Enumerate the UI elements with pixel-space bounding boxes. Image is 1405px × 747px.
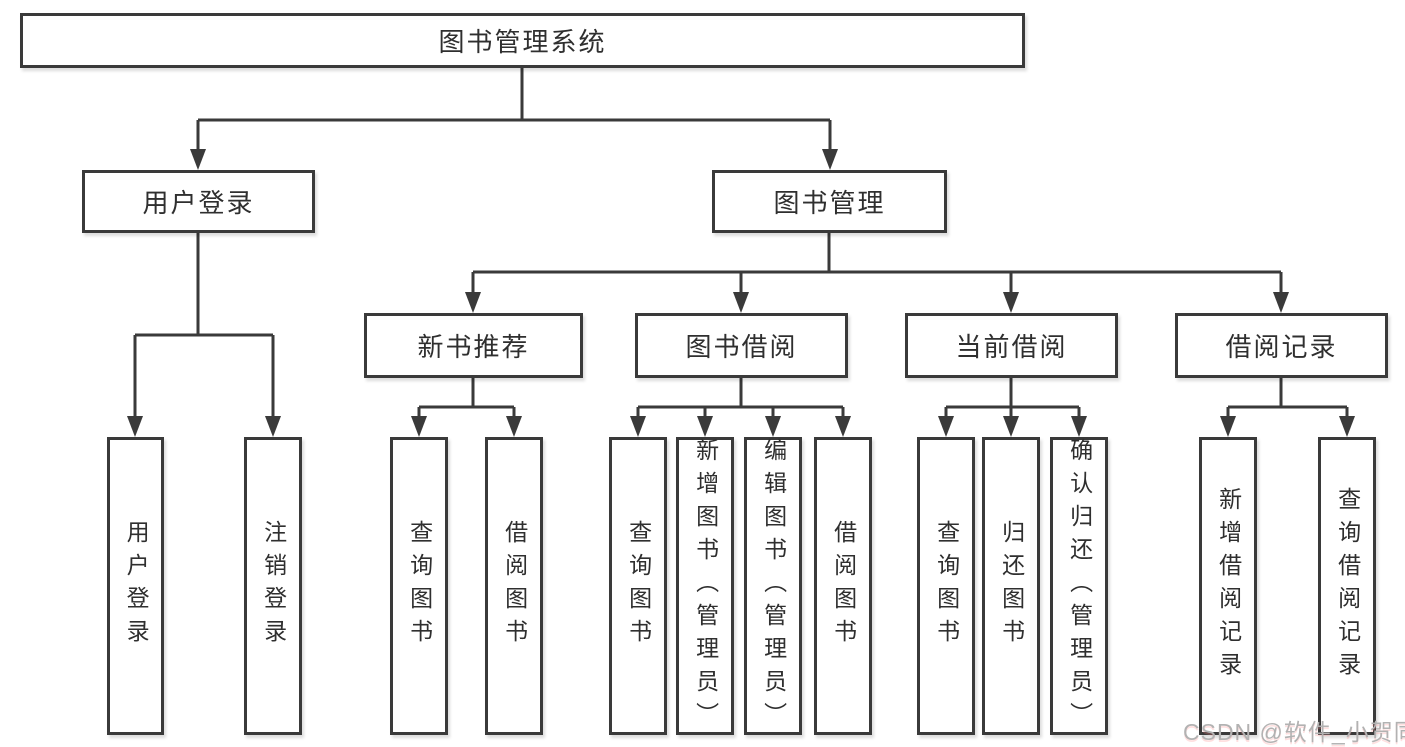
leaf-nbr-query-books: 查询图书 bbox=[390, 437, 448, 735]
leaf-bb-edit-books-label: 编辑图书（管理员） bbox=[760, 437, 787, 735]
connector-paths bbox=[133, 68, 1349, 433]
node-current-borrowing-label: 当前借阅 bbox=[955, 332, 1068, 362]
leaf-bb-borrow-books: 借阅图书 bbox=[814, 437, 872, 735]
leaf-bb-add-books-label: 新增图书（管理员） bbox=[692, 437, 719, 735]
csdn-watermark: CSDN @软件_小贺同学 bbox=[1183, 719, 1405, 745]
node-new-book-recommendation-label: 新书推荐 bbox=[417, 332, 530, 362]
leaf-br-query-record-label: 查询借阅记录 bbox=[1334, 487, 1361, 685]
leaf-cb-return-books: 归还图书 bbox=[982, 437, 1040, 735]
node-borrowing-records-label: 借阅记录 bbox=[1225, 332, 1338, 362]
leaf-cb-query-books-label: 查询图书 bbox=[933, 520, 960, 652]
node-root-system: 图书管理系统 bbox=[20, 13, 1025, 68]
leaf-logout-label: 注销登录 bbox=[260, 520, 287, 652]
leaf-br-add-record: 新增借阅记录 bbox=[1199, 437, 1257, 735]
leaf-nbr-borrow-books-label: 借阅图书 bbox=[501, 520, 528, 652]
leaf-br-add-record-label: 新增借阅记录 bbox=[1215, 487, 1242, 685]
leaf-nbr-borrow-books: 借阅图书 bbox=[485, 437, 543, 735]
leaf-cb-return-books-label: 归还图书 bbox=[998, 520, 1025, 652]
leaf-bb-edit-books: 编辑图书（管理员） bbox=[744, 437, 802, 735]
leaf-cb-confirm-return-label: 确认归还（管理员） bbox=[1066, 437, 1093, 735]
node-borrowing-records: 借阅记录 bbox=[1175, 313, 1388, 378]
node-user-login-label: 用户登录 bbox=[142, 188, 255, 218]
node-book-borrowing: 图书借阅 bbox=[635, 313, 848, 378]
leaf-br-query-record: 查询借阅记录 bbox=[1318, 437, 1376, 735]
leaf-bb-add-books: 新增图书（管理员） bbox=[676, 437, 734, 735]
leaf-user-login: 用户登录 bbox=[107, 437, 164, 735]
node-book-management: 图书管理 bbox=[712, 170, 947, 233]
leaf-cb-query-books: 查询图书 bbox=[917, 437, 975, 735]
leaf-nbr-query-books-label: 查询图书 bbox=[406, 520, 433, 652]
node-book-management-label: 图书管理 bbox=[773, 188, 886, 218]
node-current-borrowing: 当前借阅 bbox=[905, 313, 1118, 378]
leaf-bb-query-books: 查询图书 bbox=[609, 437, 667, 735]
node-book-borrowing-label: 图书借阅 bbox=[685, 332, 798, 362]
leaf-bb-borrow-books-label: 借阅图书 bbox=[830, 520, 857, 652]
node-new-book-recommendation: 新书推荐 bbox=[364, 313, 583, 378]
leaf-user-login-label: 用户登录 bbox=[123, 520, 150, 652]
node-user-login: 用户登录 bbox=[82, 170, 315, 233]
leaf-cb-confirm-return: 确认归还（管理员） bbox=[1050, 437, 1108, 735]
leaf-bb-query-books-label: 查询图书 bbox=[625, 520, 652, 652]
node-root-label: 图书管理系统 bbox=[438, 27, 607, 57]
leaf-logout: 注销登录 bbox=[244, 437, 302, 735]
